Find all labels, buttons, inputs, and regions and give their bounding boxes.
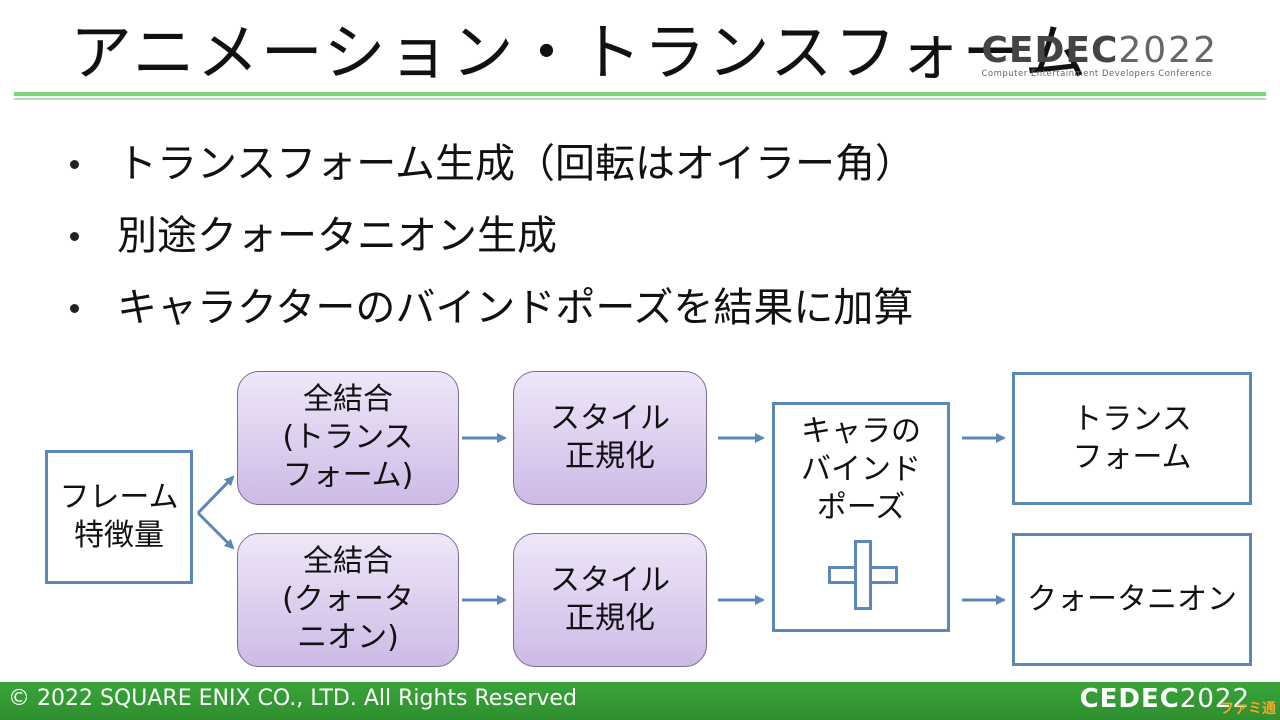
- bullet-text: トランスフォーム生成（回転はオイラー角）: [117, 141, 915, 187]
- footer-bar: © 2022 SQUARE ENIX CO., LTD. All Rights …: [0, 682, 1280, 720]
- bullet-item: キャラクターのバインドポーズを結果に加算: [70, 272, 915, 344]
- output-transform-box: トランス フォーム: [1012, 372, 1252, 505]
- title-divider: [14, 92, 1266, 96]
- output-transform-label: トランス フォーム: [1072, 401, 1192, 475]
- style-norm-top-label: スタイル 正規化: [550, 401, 670, 474]
- cedec-logo: CEDEC2022 Computer Entertainment Develop…: [981, 30, 1218, 79]
- bullet-dot-icon: [70, 159, 79, 169]
- fc-transform-label: 全結合 (トランス フォーム): [282, 382, 414, 493]
- title-divider-thin: [14, 98, 1266, 100]
- cedec-logo-text: CEDEC: [981, 30, 1119, 71]
- copyright-text: © 2022 SQUARE ENIX CO., LTD. All Rights …: [8, 686, 577, 711]
- bullet-item: トランスフォーム生成（回転はオイラー角）: [70, 128, 915, 200]
- bullet-text: キャラクターのバインドポーズを結果に加算: [117, 285, 914, 331]
- plus-icon-center: [857, 569, 869, 581]
- bind-pose-box: キャラの バインド ポーズ: [772, 402, 950, 632]
- plus-icon: [828, 540, 898, 610]
- bind-pose-label: キャラの バインド ポーズ: [801, 414, 921, 525]
- cedec-logo-year: 2022: [1118, 30, 1218, 71]
- arrow-input-to-fc-bottom: [196, 511, 235, 550]
- footer-cedec-logo: CEDEC2022: [1080, 684, 1250, 714]
- slide-title: アニメーション・トランスフォーム: [70, 16, 1089, 89]
- style-norm-bottom-label: スタイル 正規化: [550, 563, 670, 636]
- bullet-text: 別途クォータニオン生成: [117, 213, 557, 259]
- input-features-box: フレーム 特徴量: [45, 450, 193, 584]
- arrow-input-to-fc-top: [196, 475, 235, 515]
- footer-logo-text: CEDEC: [1079, 684, 1180, 714]
- fc-quaternion-label: 全結合 (クォータ ニオン): [282, 544, 414, 655]
- bullet-dot-icon: [70, 231, 79, 241]
- bullet-list: トランスフォーム生成（回転はオイラー角） 別途クォータニオン生成 キャラクターの…: [70, 128, 915, 344]
- output-quaternion-box: クォータニオン: [1012, 533, 1252, 666]
- fc-transform-box: 全結合 (トランス フォーム): [237, 371, 459, 505]
- style-norm-bottom-box: スタイル 正規化: [513, 533, 707, 667]
- input-features-label: フレーム 特徴量: [59, 480, 179, 553]
- bullet-item: 別途クォータニオン生成: [70, 200, 915, 272]
- cedec-logo-mark: CEDEC2022: [981, 30, 1218, 71]
- famitsu-watermark: ファミ通: [1220, 701, 1276, 717]
- output-quaternion-label: クォータニオン: [1027, 581, 1237, 617]
- fc-quaternion-box: 全結合 (クォータ ニオン): [237, 533, 459, 667]
- footer-logo-year: 2022: [1179, 684, 1250, 714]
- style-norm-top-box: スタイル 正規化: [513, 371, 707, 505]
- cedec-logo-subtitle: Computer Entertainment Developers Confer…: [981, 69, 1212, 79]
- bullet-dot-icon: [70, 303, 79, 313]
